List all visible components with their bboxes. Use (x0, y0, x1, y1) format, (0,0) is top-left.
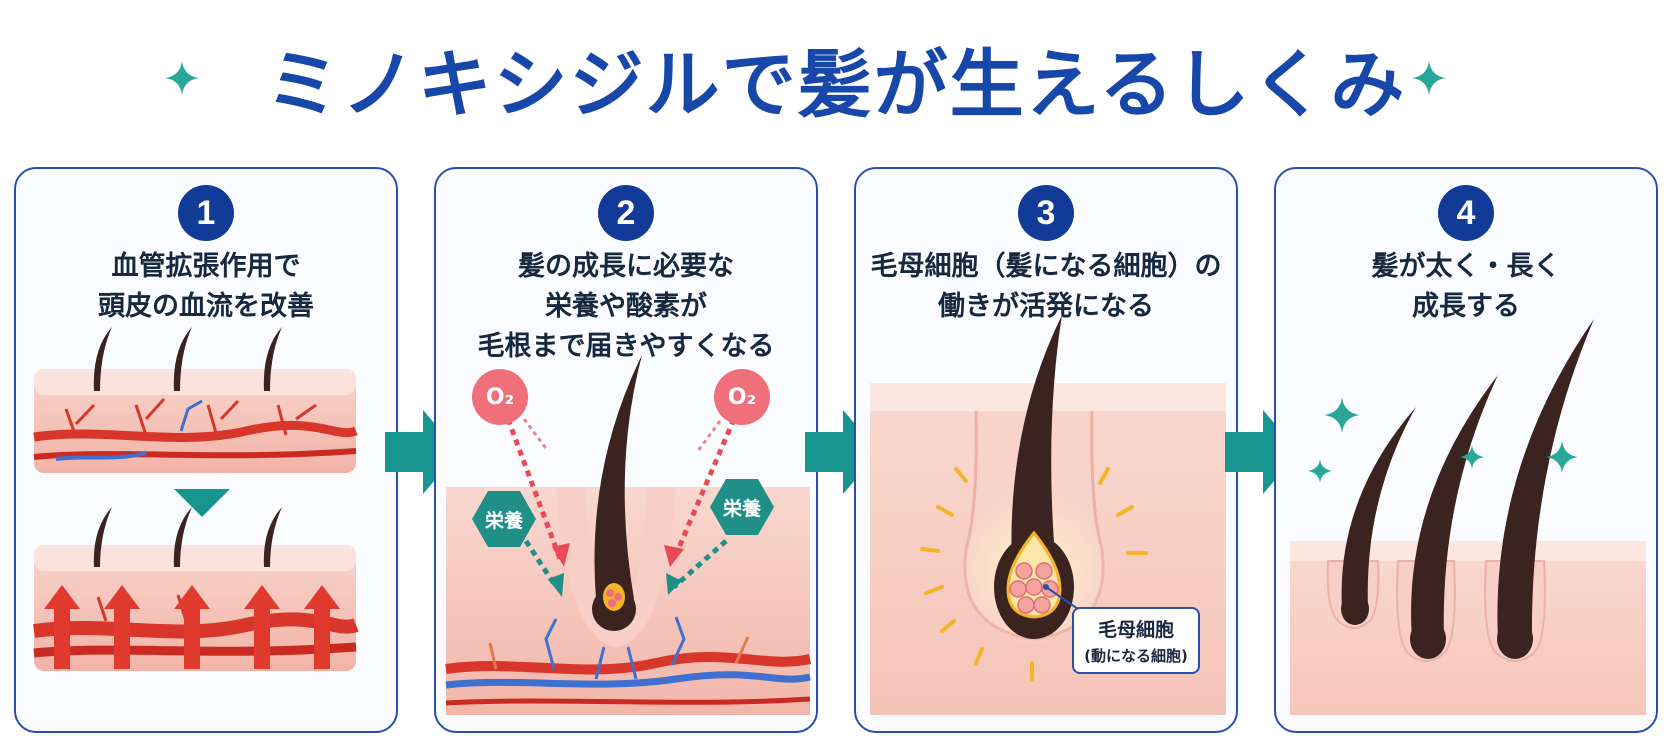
nutrient-label: 栄養 (722, 498, 761, 520)
sparkle-icon (1460, 445, 1484, 469)
nutrient-oxygen-illustration (445, 355, 812, 715)
nutrient-badge (472, 491, 536, 547)
grown-hair-illustration (1290, 319, 1646, 715)
blood-flow-illustration (33, 327, 359, 671)
hair-matrix-cell-illustration (870, 315, 1226, 715)
step-caption: 毛母細胞（髪になる細胞）の 働きが活発になる (870, 251, 1222, 322)
oxygen-label: O₂ (727, 385, 757, 410)
page-title: ミノキシジルで髪が生えるしくみ (265, 41, 1407, 128)
sparkle-icon (1412, 61, 1446, 95)
step-panel-2: 2 髪の成長に必要な 栄養や酸素が 毛根まで届きやすくなる O₂ O₂ 栄養 栄… (434, 167, 818, 733)
sparkle-icon (1546, 441, 1578, 473)
step-panel-4: 4 髪が太く・長く 成長する (1274, 167, 1658, 733)
oxygen-badge (714, 369, 770, 425)
nutrient-label: 栄養 (484, 510, 523, 532)
title-area: ミノキシジルで髪が生えるしくみ (0, 28, 1672, 128)
oxygen-badge (472, 369, 528, 425)
step-panel-3: 3 毛母細胞（髪になる細胞）の 働きが活発になる 毛母細胞 (動になる細胞) (854, 167, 1238, 733)
sparkle-icon (1324, 397, 1360, 433)
sparkle-icon (1308, 459, 1332, 483)
nutrient-badge (710, 479, 774, 535)
step-number: 3 (1018, 185, 1074, 241)
sparkle-icon (165, 61, 199, 95)
step-caption: 髪が太く・長く 成長する (1371, 251, 1561, 322)
step-number: 2 (598, 185, 654, 241)
step-number: 1 (178, 185, 234, 241)
down-triangle-icon (174, 489, 230, 517)
step-number: 4 (1438, 185, 1494, 241)
step-panel-1: 1 血管拡張作用で 頭皮の血流を改善 (14, 167, 398, 733)
step-caption: 血管拡張作用で 頭皮の血流を改善 (98, 251, 314, 322)
oxygen-label: O₂ (485, 385, 515, 410)
step-caption: 髪の成長に必要な 栄養や酸素が 毛根まで届きやすくなる (477, 251, 775, 362)
cell-label: 毛母細胞 (動になる細胞) (1072, 607, 1200, 674)
